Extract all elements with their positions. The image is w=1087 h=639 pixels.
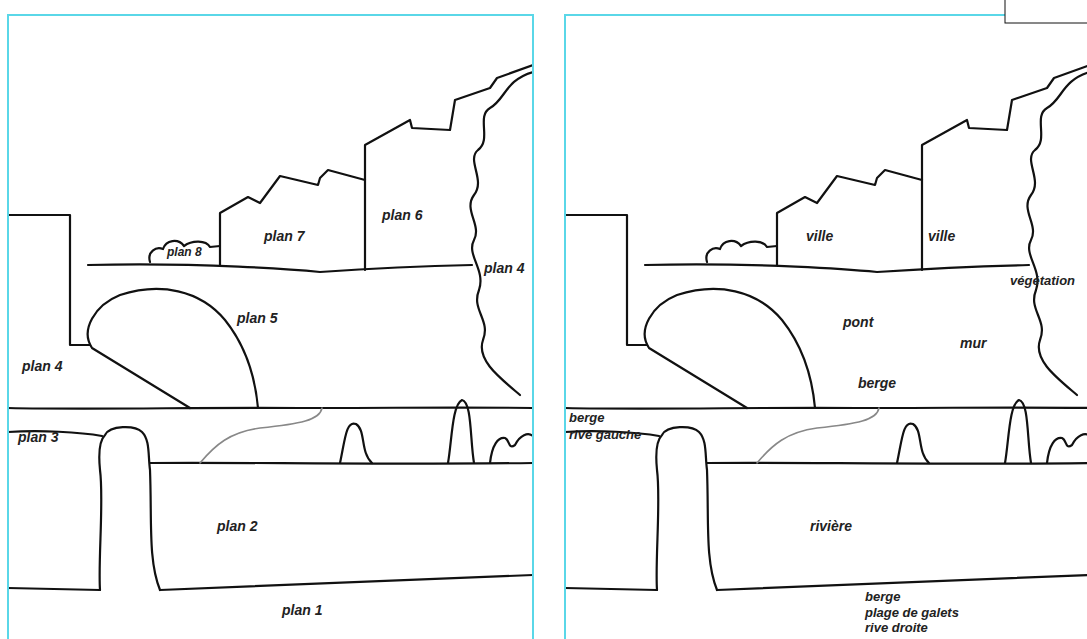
region-label: ville: [928, 228, 955, 244]
region-label: plan 2: [217, 518, 257, 534]
region-label: plan 4: [484, 260, 524, 276]
region-label: plan 6: [382, 207, 422, 223]
region-label: pont: [843, 314, 873, 330]
region-label: rive gauche: [569, 427, 641, 443]
region-label: berge: [858, 375, 896, 391]
region-label: plan 5: [237, 310, 277, 326]
region-label: rivière: [810, 518, 852, 534]
region-label: plan 1: [282, 602, 322, 618]
region-label: berge: [569, 410, 604, 426]
region-label: plan 3: [18, 429, 58, 445]
region-label: plan 8: [167, 244, 202, 260]
region-label: berge: [865, 589, 900, 605]
region-label: ville: [806, 228, 833, 244]
region-label: mur: [960, 335, 986, 351]
region-label: végétation: [1010, 273, 1075, 289]
region-label: plan 7: [264, 228, 304, 244]
region-label: plan 4: [22, 358, 62, 374]
region-label: plage de galets: [865, 605, 959, 621]
region-label: rive droite: [865, 620, 928, 636]
